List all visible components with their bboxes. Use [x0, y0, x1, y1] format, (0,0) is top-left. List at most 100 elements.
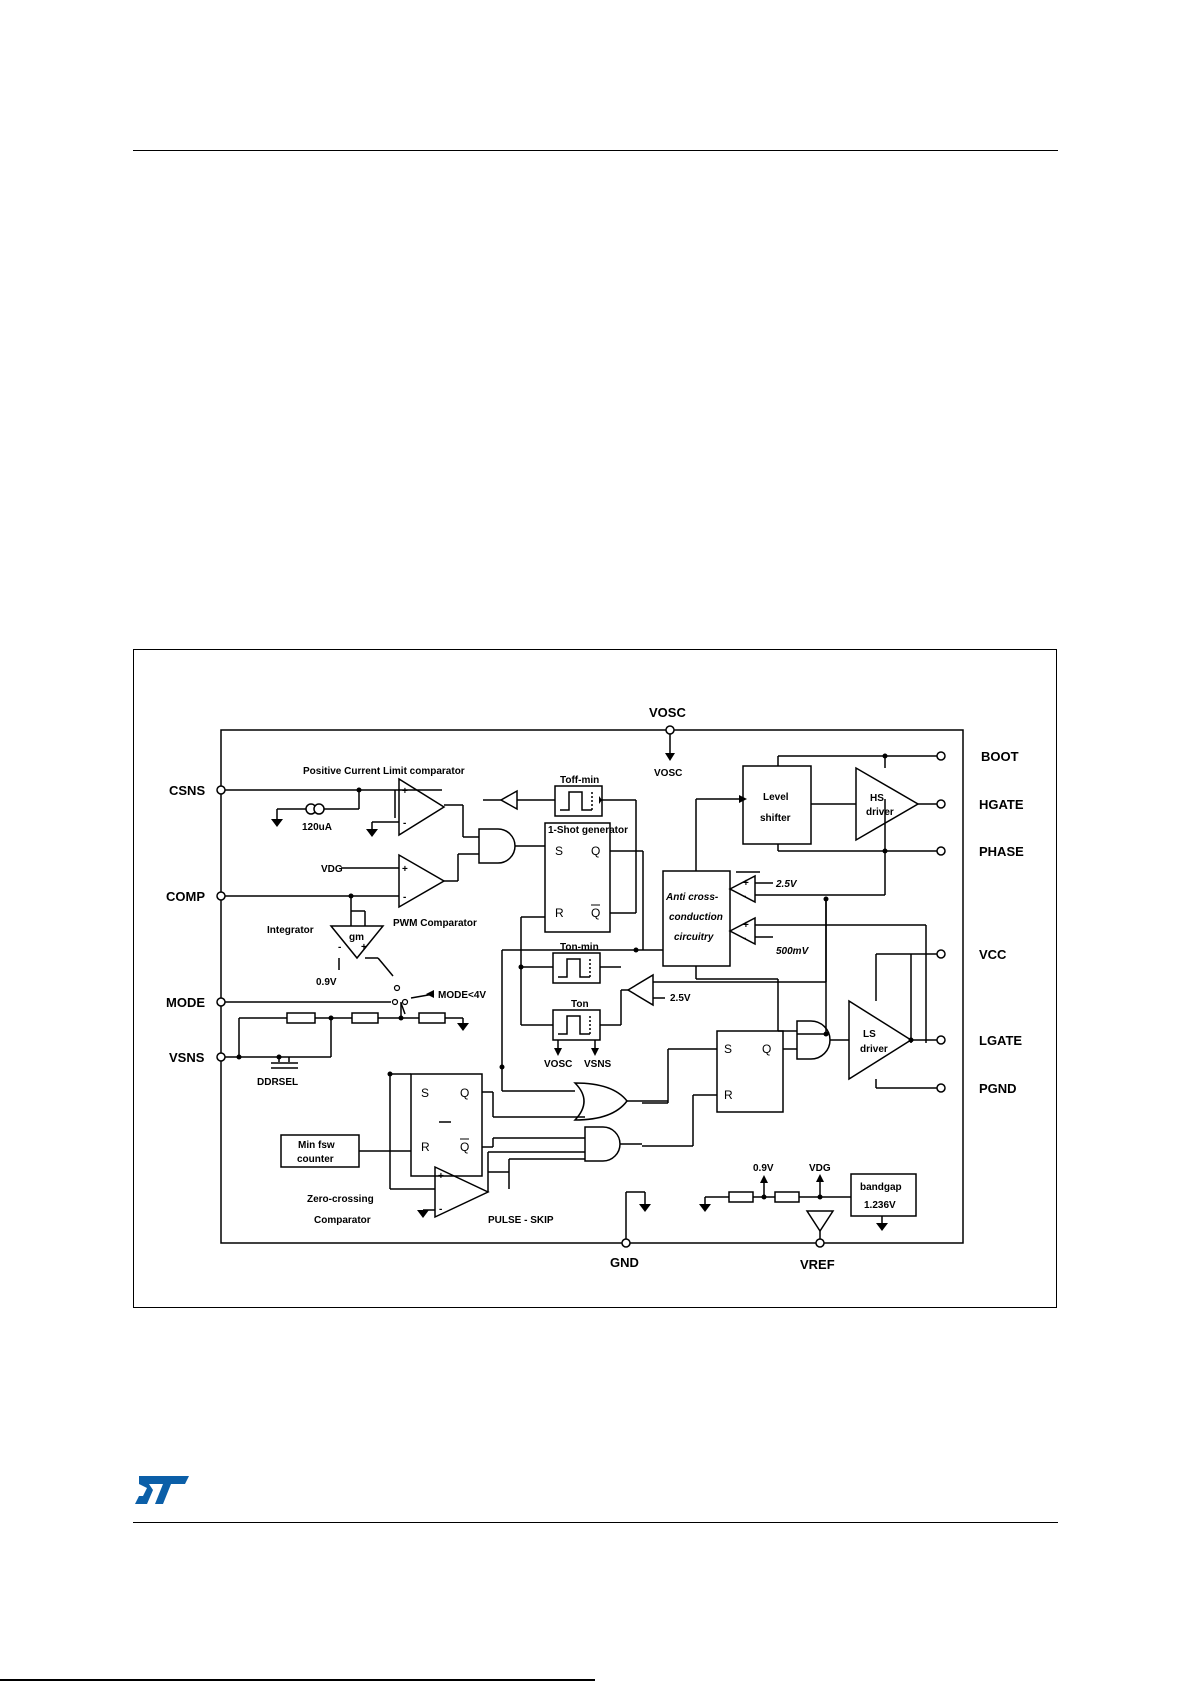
label-anti-cross-3: circuitry: [674, 932, 714, 943]
pin-label-vsns: VSNS: [169, 1050, 205, 1065]
label-one-shot: 1-Shot generator: [548, 825, 628, 836]
label-v25-ac: 2.5V: [775, 879, 798, 890]
label-ddrsel: DDRSEL: [257, 1077, 298, 1088]
label-mode-switch: MODE<4V: [438, 990, 486, 1001]
pin-vosc: [665, 725, 675, 735]
latch1-qbar: Q: [591, 906, 600, 920]
footer-bar: [0, 1679, 595, 1681]
sign-minus: -: [743, 891, 746, 902]
pwm-comparator: [398, 853, 446, 909]
pin-vcc: [936, 949, 946, 959]
pin-label-vosc: VOSC: [649, 705, 686, 720]
label-v09-integrator: 0.9V: [316, 977, 337, 988]
ton-min-block: [552, 952, 601, 984]
pin-label-mode: MODE: [166, 995, 205, 1010]
pin-vref: [815, 1238, 825, 1248]
pin-lgate: [936, 1035, 946, 1045]
label-integrator: Integrator: [267, 925, 314, 936]
pin-csns: [216, 785, 226, 795]
label-anti-cross-2: conduction: [669, 912, 723, 923]
pin-pgnd: [936, 1083, 946, 1093]
pin-label-vref: VREF: [800, 1257, 835, 1272]
sign-plus: +: [402, 864, 408, 875]
sign-minus: -: [439, 1204, 442, 1215]
label-pos-current-limit: Positive Current Limit comparator: [303, 766, 465, 777]
sign-minus: -: [338, 942, 341, 953]
pin-mode: [216, 997, 226, 1007]
level-shifter-block: [742, 765, 812, 845]
latch1-r: R: [555, 906, 564, 920]
pin-label-comp: COMP: [166, 889, 205, 904]
ac-comparator-2: [728, 916, 756, 946]
st-logo: ST: [135, 1476, 189, 1504]
pulse-icon: [558, 1015, 590, 1035]
sign-minus: -: [403, 818, 406, 829]
current-limit-comparator: [398, 777, 446, 837]
pin-label-hgate: HGATE: [979, 797, 1024, 812]
sign-plus: +: [402, 786, 408, 797]
sign-plus: +: [438, 1171, 444, 1182]
latch3-s: S: [421, 1086, 429, 1100]
latch3-qbar: Q: [460, 1140, 469, 1154]
sign-minus: -: [403, 892, 406, 903]
pin-label-csns: CSNS: [169, 783, 205, 798]
label-vdg-in: VDG: [321, 864, 343, 875]
pin-boot: [936, 751, 946, 761]
label-zero-cross-1: Zero-crossing: [307, 1194, 374, 1205]
latch1-s: S: [555, 844, 563, 858]
latch3-q: Q: [460, 1086, 469, 1100]
label-gm: gm: [349, 932, 364, 943]
pulse-icon: [560, 791, 592, 811]
label-v09-ref: 0.9V: [753, 1163, 774, 1174]
latch2-s: S: [724, 1042, 732, 1056]
latch1-q: Q: [591, 844, 600, 858]
pin-label-boot: BOOT: [981, 749, 1019, 764]
pin-gnd: [621, 1238, 631, 1248]
zero-crossing-comparator: [434, 1165, 490, 1219]
block-diagram: CSNS COMP MODE VSNS VOSC BOOT HGATE PHAS…: [166, 705, 1024, 1272]
ton-block: [552, 1009, 601, 1041]
toff-min-block: [554, 785, 603, 817]
label-ls-2: driver: [860, 1044, 888, 1055]
label-500mv: 500mV: [776, 946, 810, 957]
pin-hgate: [936, 799, 946, 809]
label-zero-cross-2: Comparator: [314, 1215, 371, 1226]
pin-label-pgnd: PGND: [979, 1081, 1017, 1096]
latch3-r: R: [421, 1140, 430, 1154]
ac-comparator-1: [728, 874, 756, 904]
label-level-2: shifter: [760, 813, 791, 824]
label-ls-1: LS: [863, 1029, 876, 1040]
label-ton-vosc: VOSC: [544, 1059, 572, 1070]
integrator-amp: [329, 925, 385, 960]
header-rule: [133, 150, 1058, 151]
label-hs-2: driver: [866, 807, 894, 818]
pin-comp: [216, 891, 226, 901]
label-bandgap-2: 1.236V: [864, 1200, 896, 1211]
label-hs-1: HS: [870, 793, 884, 804]
sign-minus: -: [743, 933, 746, 944]
pulse-icon: [558, 958, 590, 978]
second-sr-latch: [716, 1030, 784, 1113]
label-level-1: Level: [763, 792, 789, 803]
label-ton: Ton: [571, 999, 589, 1010]
pin-label-vcc: VCC: [979, 947, 1007, 962]
label-min-fsw-2: counter: [297, 1154, 334, 1165]
bandgap-block: [850, 1173, 917, 1217]
label-pulse-skip: PULSE - SKIP: [488, 1215, 554, 1226]
label-vosc-internal: VOSC: [654, 768, 682, 779]
ton-comparator: [626, 973, 654, 1007]
pin-vsns: [216, 1052, 226, 1062]
label-toff-min: Toff-min: [560, 775, 599, 786]
footer-rule: [133, 1522, 1058, 1523]
sign-plus: +: [743, 920, 749, 931]
sign-plus: +: [361, 942, 367, 953]
min-fsw-latch: [410, 1073, 483, 1177]
label-pwm-comparator: PWM Comparator: [393, 918, 477, 929]
and-gate-1: [478, 828, 516, 864]
label-vdg-ref: VDG: [809, 1163, 831, 1174]
label-ton-vsns: VSNS: [584, 1059, 612, 1070]
figure-frame: [133, 649, 1057, 1308]
label-ton-min: Ton-min: [560, 942, 599, 953]
pin-label-lgate: LGATE: [979, 1033, 1022, 1048]
and-gate-3: [584, 1126, 621, 1162]
